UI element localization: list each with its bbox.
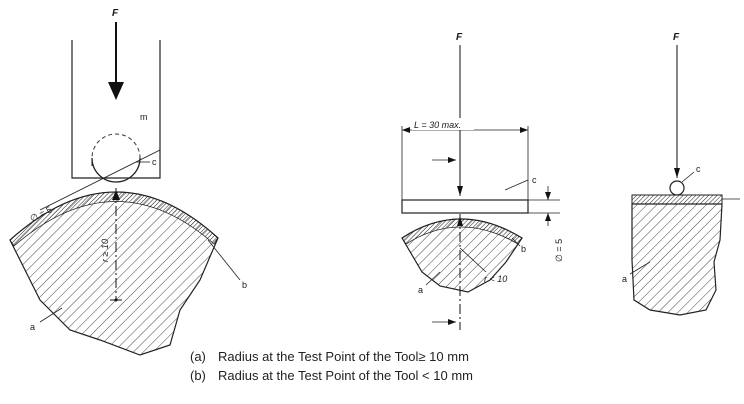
part-a-label-right: a	[622, 274, 627, 284]
length-label: L = 30 max.	[414, 120, 461, 130]
force-label-right: F	[673, 32, 680, 43]
part-a-label-middle: a	[418, 285, 423, 295]
ball	[91, 157, 141, 183]
workpiece-right	[631, 203, 723, 316]
caption-a-key: (a)	[190, 349, 206, 364]
caption-b-key: (b)	[190, 368, 206, 383]
caption-a-text: Radius at the Test Point of the Tool≥ 10…	[218, 349, 469, 364]
small-ball	[669, 180, 685, 196]
part-c-label-right: c	[696, 164, 701, 174]
part-c-label-middle: c	[532, 175, 537, 185]
figure-middle: F L = 30 max. c ∅ = 5 r < 1	[401, 32, 564, 330]
part-b-label-middle: b	[521, 244, 526, 254]
coating-right	[631, 194, 723, 205]
test-plate	[401, 199, 529, 214]
radius-label-middle: r < 10	[484, 274, 507, 284]
radius-label-left: r ≥ 10	[100, 239, 110, 262]
force-label-left: F	[112, 8, 119, 19]
caption-a: (a) Radius at the Test Point of the Tool≥…	[190, 348, 469, 366]
mass-label: m	[140, 112, 148, 122]
diameter-label-middle: ∅ = 5	[554, 239, 564, 262]
caption-b-text: Radius at the Test Point of the Tool < 1…	[218, 368, 473, 383]
part-b-label-left: b	[242, 280, 247, 290]
tool-holder	[71, 40, 161, 179]
figure-right: F c a	[622, 32, 740, 316]
part-c-label-left: c	[152, 157, 157, 167]
figure-left: F m c ∅ = 5 r ≥ 10 b a	[9, 8, 247, 356]
caption-b: (b) Radius at the Test Point of the Tool …	[190, 367, 473, 385]
part-a-label-left: a	[30, 322, 35, 332]
force-label-middle: F	[456, 32, 463, 43]
coating-left	[9, 191, 219, 247]
